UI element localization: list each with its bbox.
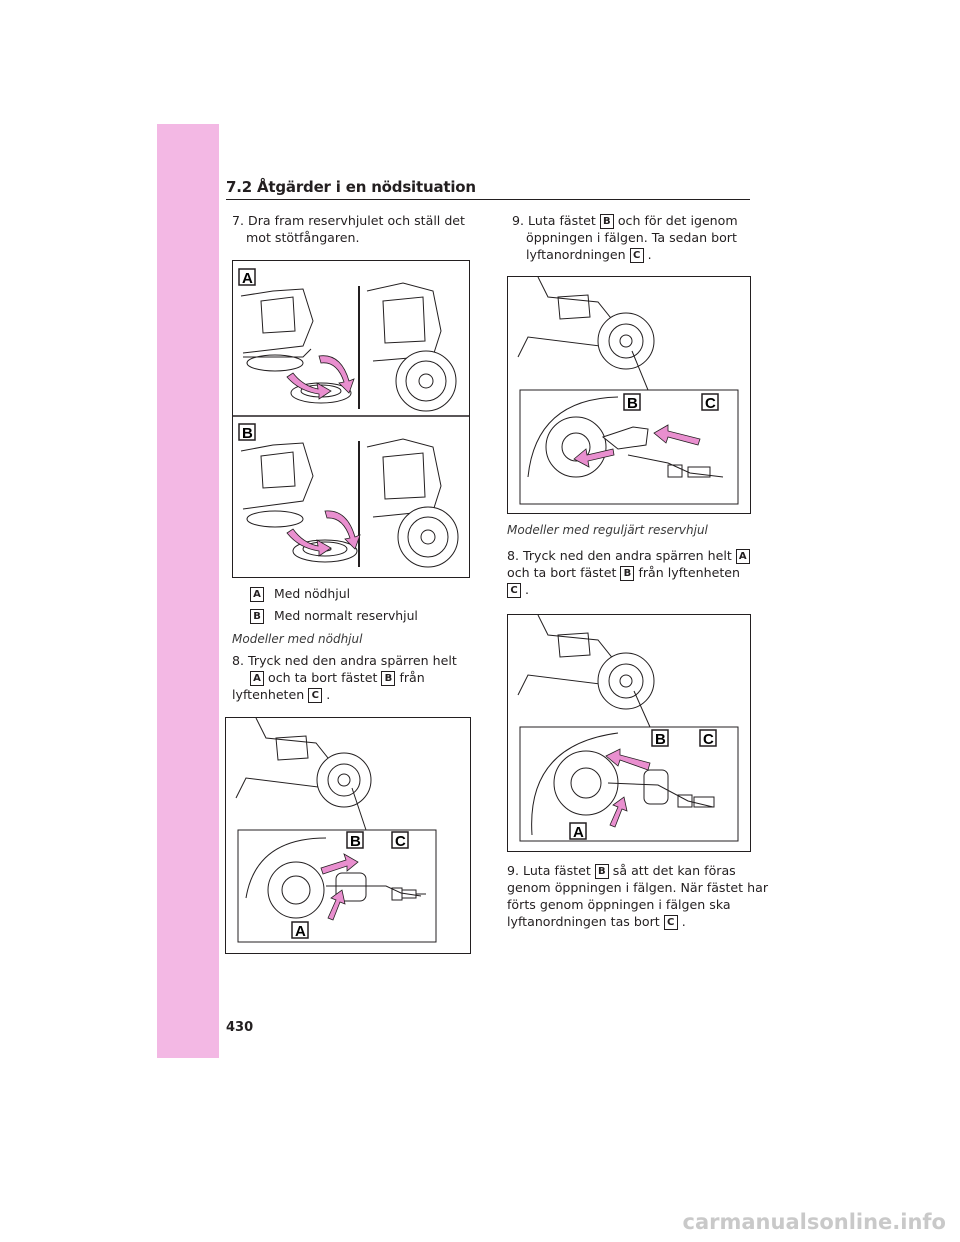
figure-label-b: B [627,395,638,412]
legend-text: Med normalt reservhjul [274,608,418,623]
step-text: . [681,914,686,929]
badge-c: C [308,688,323,703]
badge-b: B [620,566,635,581]
step-number: 7. [232,213,245,228]
step-text: lyftenheten [232,687,305,702]
step-text: 9. Luta fästet [507,863,591,878]
figure-label-b: B [242,425,253,442]
step-text: från lyftenheten [638,565,740,580]
badge-a: A [735,549,750,564]
figure-bracket-tilt: B C [507,276,751,514]
badge-b: B [250,609,264,624]
step-text: och ta bort fästet [268,670,378,685]
badge-c: C [663,915,678,930]
step-text: . [525,582,530,597]
caption-regular-spare: Modeller med reguljärt reservhjul [507,523,708,537]
step-text: lyftanordningen [526,247,626,262]
step-7: 7. Dra fram reservhjulet och ställ det m… [232,212,465,246]
badge-b: B [594,864,609,879]
step-text: 8. Tryck ned den andra spärren helt [507,548,732,563]
step-text: och för det igenom [617,213,738,228]
section-title: 7.2 Åtgärder i en nödsituation [226,178,476,196]
step-text: och ta bort fästet [507,565,617,580]
step-text: genom öppningen i fälgen. När fästet har [507,880,769,895]
step-number: 9. [512,213,525,228]
badge-c: C [629,248,644,263]
badge-b: B [381,671,396,686]
legend-item: B Med normalt reservhjul [250,608,418,624]
page-number: 430 [226,1020,254,1035]
step-text: . [326,687,331,702]
badge-a: A [250,671,264,686]
step-text: . [647,247,652,262]
step-text: så att det kan föras [612,863,736,878]
figure-label-c: C [703,731,714,748]
figure-label-c: C [395,833,406,850]
badge-a: A [250,587,264,602]
step-text: mot stötfångaren. [246,230,360,245]
figure-label-c: C [705,395,716,412]
figure-jack-removal-regular: B C A [507,614,751,852]
section-color-band [157,124,219,1058]
figure-label-a: A [295,923,306,940]
step-number: 8. [232,653,245,668]
step-text: Dra fram reservhjulet och ställ det [248,213,465,228]
figure-label-a: A [573,824,584,841]
badge-c: C [507,583,521,598]
figure-label-b: B [350,833,361,850]
step-text: Tryck ned den andra spärren helt [248,653,457,668]
step-text: förts genom öppningen i fälgen ska [507,897,731,912]
section-header: 7.2 Åtgärder i en nödsituation [226,178,750,200]
step-text: öppningen i fälgen. Ta sedan bort [526,230,737,245]
figure-label-b: B [655,731,666,748]
step-text: lyftanordningen tas bort [507,914,660,929]
step-text: Luta fästet [528,213,596,228]
legend-text: Med nödhjul [274,586,351,601]
figure-label-a: A [242,270,253,287]
watermark: carmanualsonline.info [682,1210,946,1234]
badge-b: B [599,214,614,229]
figure-jack-removal-emergency: B C A [225,717,471,954]
step-text: från [399,670,425,685]
caption-emergency-wheel: Modeller med nödhjul [232,632,363,646]
figure-spare-wheel-placement: A B [232,260,470,578]
legend-item: A Med nödhjul [250,586,350,602]
